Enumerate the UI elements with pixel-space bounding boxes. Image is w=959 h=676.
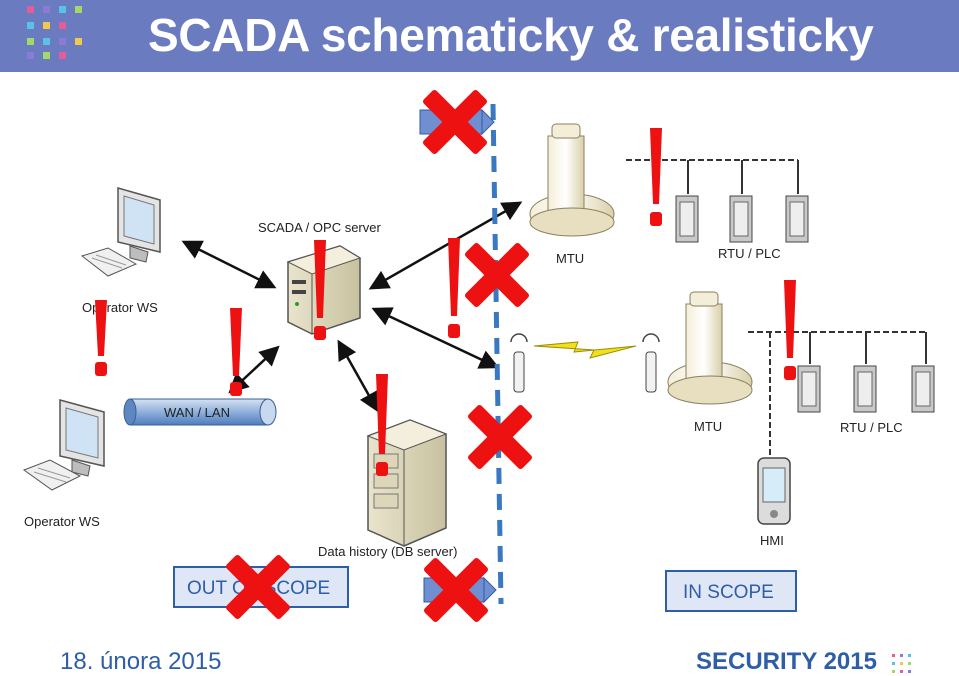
- antenna-icon: [642, 333, 660, 393]
- logo-dots-icon: [27, 6, 83, 60]
- red-x-icon: [226, 555, 290, 619]
- rtu-plc-top-label: RTU / PLC: [718, 246, 781, 261]
- rtu-plc-icon: [911, 365, 935, 413]
- exclamation-icon: [650, 128, 662, 226]
- database-server-icon: [366, 419, 448, 547]
- workstation-icon: [22, 399, 105, 491]
- footer-brand: SECURITY 2015: [696, 648, 877, 675]
- data-history-label: Data history (DB server): [318, 544, 457, 559]
- exclamation-icon: [230, 308, 242, 396]
- operator-ws-bottom-label: Operator WS: [24, 514, 100, 529]
- red-x-icon: [468, 405, 532, 469]
- red-x-icon: [423, 90, 487, 154]
- mtu-icon: [529, 123, 615, 237]
- exclamation-icon: [784, 280, 796, 380]
- network-tube-icon: [123, 398, 277, 426]
- antenna-icon: [510, 333, 528, 393]
- slide-header: SCADA schematicky & realisticky: [0, 0, 959, 72]
- footer-date: 18. února 2015: [60, 648, 222, 675]
- slide-title: SCADA schematicky & realisticky: [148, 9, 874, 61]
- mtu-top-label: MTU: [556, 251, 584, 266]
- hmi-label: HMI: [760, 533, 784, 548]
- lightning-icon: [533, 341, 637, 359]
- rtu-plc-icon: [853, 365, 877, 413]
- rtu-bus-bottom: [748, 331, 927, 458]
- scope-boundary-line: [490, 103, 504, 605]
- scada-server-label: SCADA / OPC server: [258, 220, 381, 235]
- hmi-tablet-icon: [757, 457, 791, 525]
- exclamation-icon: [95, 300, 107, 376]
- in-scope-box: IN SCOPE: [665, 570, 797, 612]
- rtu-plc-bottom-label: RTU / PLC: [840, 420, 903, 435]
- rtu-plc-icon: [675, 195, 699, 243]
- wan-lan-label: WAN / LAN: [164, 405, 230, 420]
- exclamation-icon: [376, 374, 388, 476]
- workstation-icon: [80, 187, 161, 277]
- exclamation-icon: [448, 238, 460, 338]
- rtu-plc-icon: [729, 195, 753, 243]
- in-scope-label: IN SCOPE: [683, 582, 774, 603]
- rtu-plc-icon: [785, 195, 809, 243]
- red-x-icon: [424, 558, 488, 622]
- operator-ws-top-label: Operator WS: [82, 300, 158, 315]
- rtu-plc-icon: [797, 365, 821, 413]
- scada-diagram: Operator WS Operator WS SCADA / OPC serv…: [22, 90, 935, 622]
- red-x-icon: [465, 243, 529, 307]
- footer-dots-icon: [892, 654, 916, 674]
- exclamation-icon: [314, 240, 326, 340]
- mtu-icon: [667, 291, 753, 405]
- mtu-bottom-label: MTU: [694, 419, 722, 434]
